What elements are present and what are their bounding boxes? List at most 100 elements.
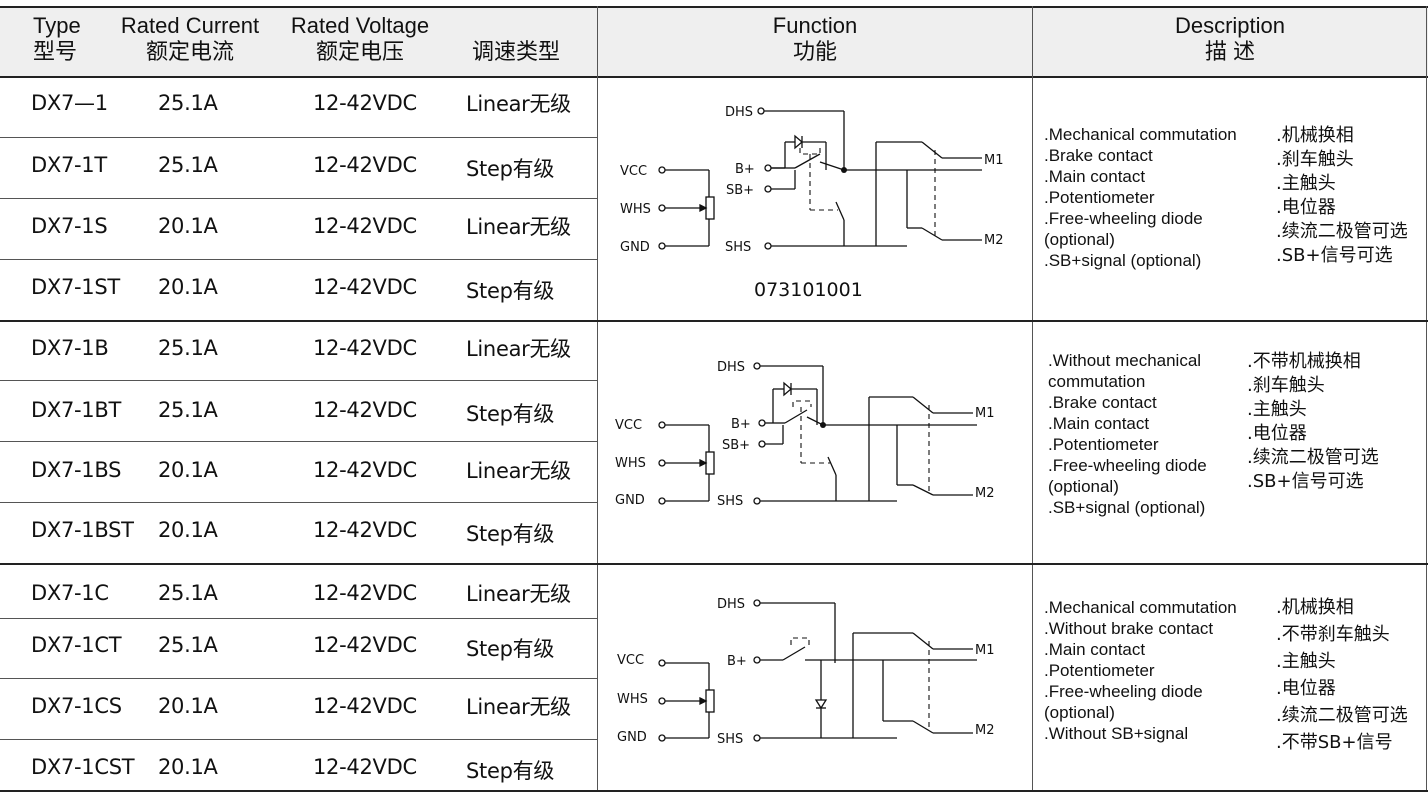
description-line: .Without SB+signal (1044, 724, 1189, 743)
description-line-cn: .主触头 (1247, 399, 1307, 420)
cell-speed-type: Linear无级 (466, 582, 571, 606)
svg-text:WHS: WHS (615, 456, 646, 471)
svg-text:SB+: SB+ (722, 438, 750, 453)
svg-text:B+: B+ (727, 654, 747, 669)
circuit-diagram-2: DHS VCC B+ SB+ WHS GND SHS M1 M2 (615, 360, 995, 509)
description-line-cn: .电位器 (1276, 197, 1336, 218)
cell-current: 20.1A (158, 458, 218, 482)
description-cn-1: .机械换相.刹车触头.主触头.电位器.续流二极管可选.SB+信号可选 (1276, 124, 1408, 268)
svg-text:VCC: VCC (617, 653, 644, 668)
description-line-cn: .主触头 (1276, 173, 1336, 194)
circuit-diagram-1: DHS VCC B+ SB+ WHS GND SHS M1 M2 (620, 105, 1004, 255)
cell-type: DX7-1CST (31, 755, 135, 779)
row-divider (0, 678, 597, 679)
cell-voltage: 12-42VDC (313, 275, 417, 299)
col-divider-function (597, 6, 598, 791)
description-line: .Without mechanical (1048, 351, 1202, 370)
cell-speed-type: Step有级 (466, 279, 555, 303)
description-line-cn: .SB+信号可选 (1247, 471, 1364, 492)
svg-text:DHS: DHS (725, 105, 753, 120)
description-cn-3: .机械换相.不带刹车触头.主触头.电位器.续流二极管可选.不带SB+信号 (1276, 594, 1408, 756)
table-header (0, 6, 1428, 76)
cell-current: 25.1A (158, 633, 218, 657)
circuit-diagram-3: DHS VCC B+ WHS GND SHS M1 M2 (617, 597, 995, 747)
description-line: .Potentiometer (1044, 661, 1155, 680)
description-line: .Main contact (1044, 167, 1146, 186)
svg-text:SHS: SHS (725, 240, 751, 255)
svg-text:DHS: DHS (717, 597, 745, 612)
svg-text:M2: M2 (975, 723, 995, 738)
svg-text:WHS: WHS (620, 202, 651, 217)
cell-current: 25.1A (158, 153, 218, 177)
description-line-cn: .刹车触头 (1247, 375, 1325, 396)
description-line-cn: .续流二极管可选 (1276, 221, 1408, 242)
cell-speed-type: Linear无级 (466, 459, 571, 483)
description-en-3: .Mechanical commutation.Without brake co… (1044, 597, 1237, 744)
cell-speed-type: Step有级 (466, 157, 555, 181)
cell-voltage: 12-42VDC (313, 398, 417, 422)
cell-speed-type: Step有级 (466, 759, 555, 783)
row-divider (0, 502, 597, 503)
table-right-border (1426, 6, 1427, 791)
svg-text:GND: GND (617, 730, 647, 745)
svg-text:SHS: SHS (717, 732, 743, 747)
description-line-cn: .机械换相 (1276, 125, 1354, 146)
description-line: .Brake contact (1044, 146, 1153, 165)
svg-text:DHS: DHS (717, 360, 745, 375)
svg-text:B+: B+ (735, 162, 755, 177)
svg-text:VCC: VCC (620, 164, 647, 179)
description-line: .Potentiometer (1048, 435, 1159, 454)
cell-type: DX7-1S (31, 214, 108, 238)
description-line: .Without brake contact (1044, 619, 1214, 638)
svg-text:M1: M1 (975, 406, 995, 421)
row-divider (0, 380, 597, 381)
description-line: (optional) (1048, 477, 1119, 496)
header-bottom-border (0, 76, 1428, 78)
description-line: .Main contact (1048, 414, 1150, 433)
cell-voltage: 12-42VDC (313, 91, 417, 115)
svg-text:GND: GND (620, 240, 650, 255)
cell-type: DX7-1C (31, 581, 109, 605)
description-line-cn: .主触头 (1276, 651, 1336, 672)
cell-type: DX7-1CS (31, 694, 122, 718)
cell-current: 20.1A (158, 214, 218, 238)
svg-text:SHS: SHS (717, 494, 743, 509)
description-line: .Free-wheeling diode (1044, 209, 1203, 228)
description-line-cn: .机械换相 (1276, 597, 1354, 618)
cell-type: DX7-1ST (31, 275, 120, 299)
cell-voltage: 12-42VDC (313, 336, 417, 360)
svg-text:WHS: WHS (617, 692, 648, 707)
cell-type: DX7-1T (31, 153, 107, 177)
row-divider (0, 441, 597, 442)
cell-voltage: 12-42VDC (313, 518, 417, 542)
description-line-cn: .不带机械换相 (1247, 351, 1361, 372)
cell-speed-type: Linear无级 (466, 337, 571, 361)
group-divider-2 (0, 563, 1428, 565)
row-divider (0, 739, 597, 740)
description-line: .SB+signal (optional) (1048, 498, 1206, 517)
cell-speed-type: Linear无级 (466, 215, 571, 239)
cell-current: 25.1A (158, 91, 218, 115)
row-divider (0, 259, 597, 260)
cell-speed-type: Step有级 (466, 522, 555, 546)
cell-current: 25.1A (158, 581, 218, 605)
cell-speed-type: Step有级 (466, 637, 555, 661)
cell-current: 20.1A (158, 694, 218, 718)
description-line-cn: .不带刹车触头 (1276, 624, 1390, 645)
cell-current: 25.1A (158, 336, 218, 360)
description-line: commutation (1048, 372, 1146, 391)
circuit-code: 073101001 (754, 279, 863, 301)
description-line-cn: .刹车触头 (1276, 149, 1354, 170)
description-en-1: .Mechanical commutation.Brake contact.Ma… (1044, 124, 1237, 271)
cell-voltage: 12-42VDC (313, 694, 417, 718)
cell-speed-type: Linear无级 (466, 92, 571, 116)
row-divider (0, 137, 597, 138)
description-line: (optional) (1044, 230, 1115, 249)
description-line-cn: .续流二极管可选 (1247, 447, 1379, 468)
description-line-cn: .电位器 (1276, 678, 1336, 699)
